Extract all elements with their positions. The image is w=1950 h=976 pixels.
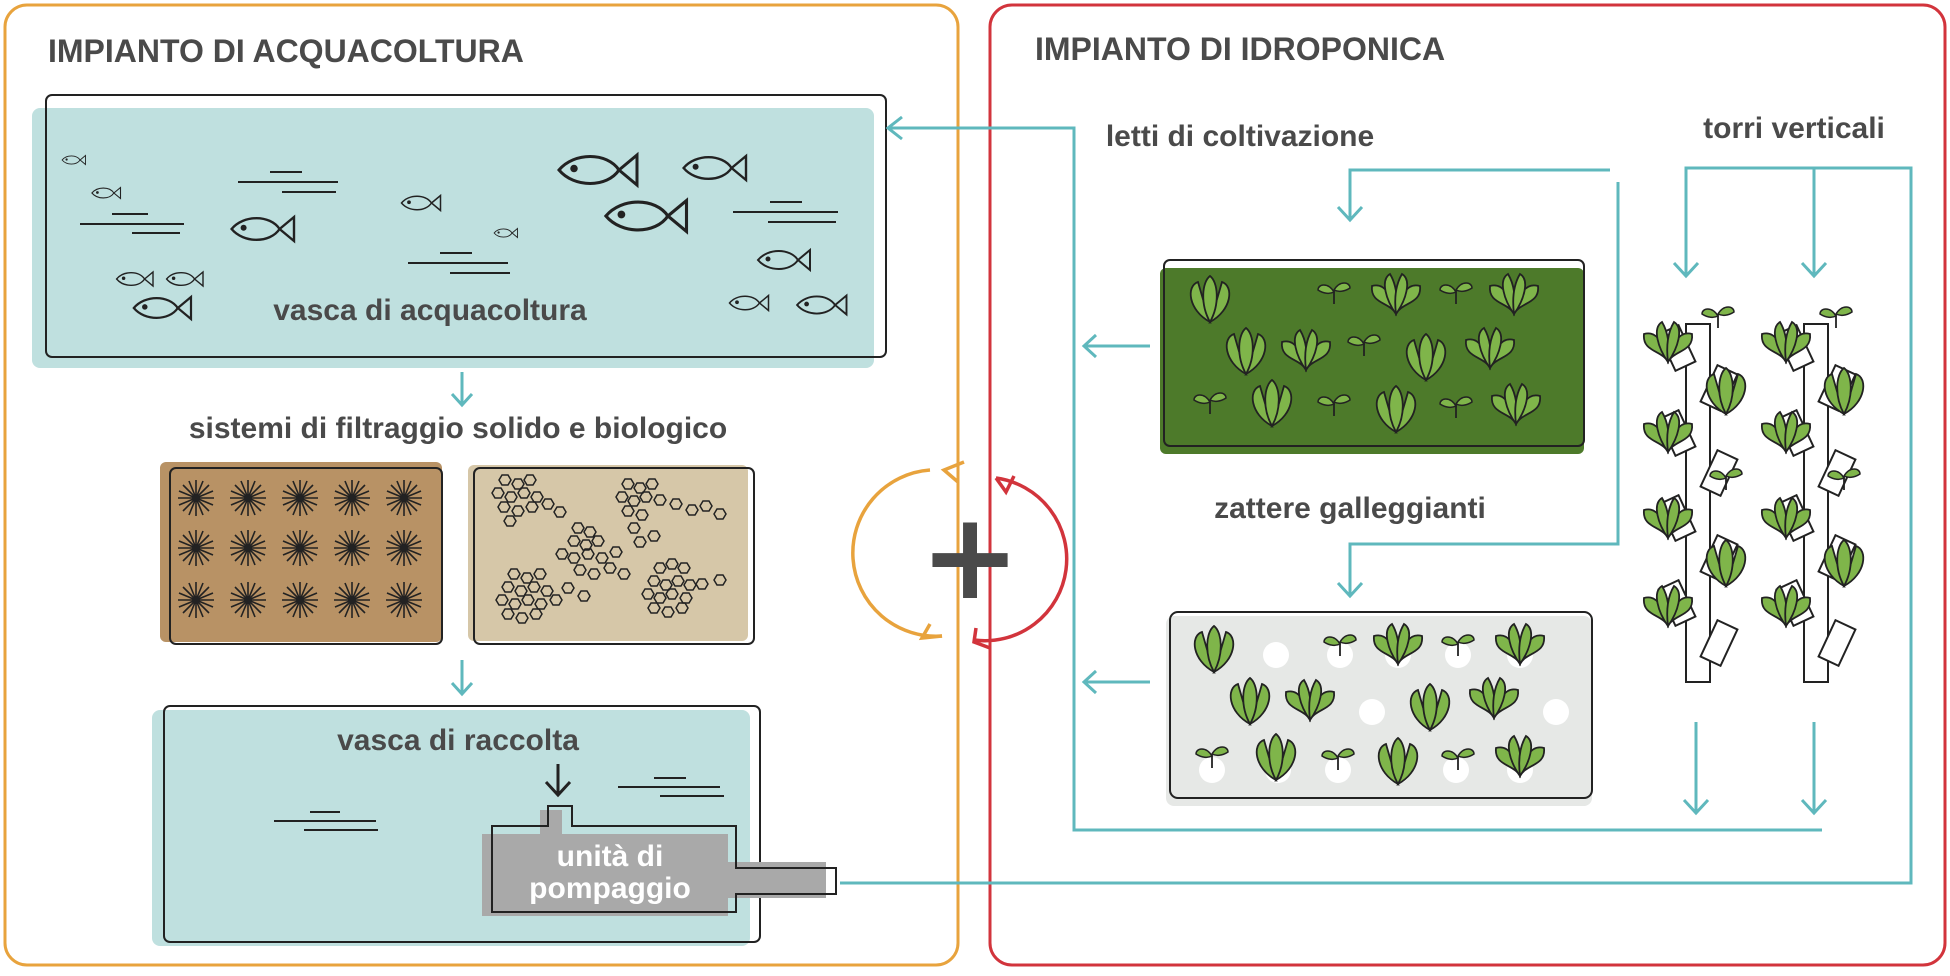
flow-lines xyxy=(840,115,1913,885)
plus-sign: + xyxy=(920,488,1021,627)
inflow-arrow xyxy=(544,764,572,798)
flow-arrow-down xyxy=(450,660,474,697)
grow-bed xyxy=(1160,259,1585,454)
filters-label: sistemi di filtraggio solido e biologico xyxy=(189,412,727,445)
flow-arrow-down xyxy=(450,372,474,408)
grow-beds-label: letti di coltivazione xyxy=(1106,120,1374,153)
floating-rafts xyxy=(1166,611,1593,806)
aquaculture-title: IMPIANTO DI ACQUACOLTURA xyxy=(48,33,524,69)
circular-arrows-icon xyxy=(851,460,1069,650)
pump-label-line2: pompaggio xyxy=(529,872,691,905)
aquaculture-tank-label: vasca di acquacoltura xyxy=(273,294,587,327)
sump-label: vasca di raccolta xyxy=(337,724,579,757)
aquaculture-tank: vasca di acquacoltura xyxy=(32,94,887,368)
vertical-tower xyxy=(1644,307,1745,682)
solid-filter xyxy=(160,462,443,645)
towers-label: torri verticali xyxy=(1703,112,1885,145)
rafts-label: zattere galleggianti xyxy=(1214,492,1486,525)
aquaculture-frame xyxy=(3,3,960,967)
hydroponics-title: IMPIANTO DI IDROPONICA xyxy=(1035,31,1445,67)
pump-unit: unità di pompaggio xyxy=(482,805,837,916)
vertical-tower xyxy=(1762,307,1863,682)
pump-label-line1: unità di xyxy=(557,840,664,873)
biological-filter xyxy=(468,465,755,645)
hydroponics-frame xyxy=(988,3,1947,967)
